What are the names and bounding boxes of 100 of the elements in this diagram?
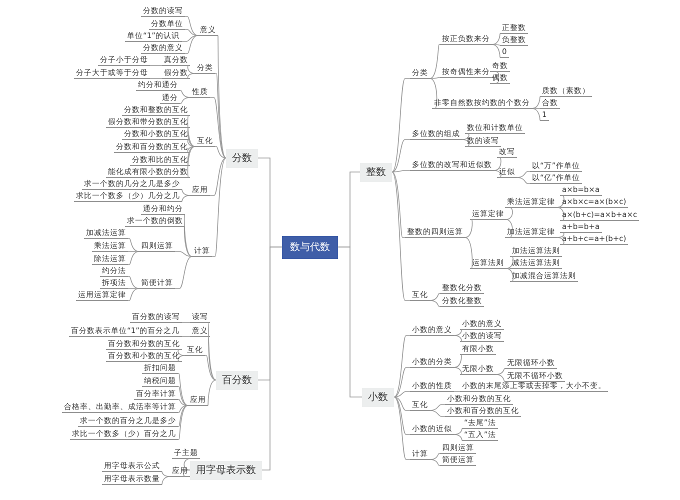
- connector-line: [454, 428, 462, 435]
- connector-line: [504, 219, 513, 238]
- connector-line: [532, 96, 540, 109]
- connector-line: [174, 256, 192, 289]
- connector-line: [187, 146, 196, 153]
- connector-line: [556, 207, 564, 221]
- connector-line: [184, 214, 192, 257]
- connector-line: [496, 374, 506, 382]
- connector-line: [187, 65, 196, 74]
- connector-line: [392, 78, 410, 172]
- connector-line: [178, 349, 186, 356]
- connector-line: [182, 336, 190, 337]
- connector-line: [454, 354, 462, 368]
- main-topic-box: 分数: [226, 148, 258, 168]
- connector-line: [182, 195, 190, 202]
- connector-line: [494, 170, 502, 178]
- connector-line: [184, 35, 198, 54]
- connector-line: [394, 396, 410, 411]
- connector-line: [178, 386, 188, 406]
- connector-line: [506, 256, 514, 269]
- connector-line: [392, 170, 410, 172]
- connector-line: [262, 246, 282, 470]
- connector-line: [184, 16, 198, 36]
- connector-line: [182, 470, 190, 477]
- connector-line: [430, 293, 440, 301]
- connector-line: [178, 399, 188, 406]
- connector-line: [182, 322, 190, 323]
- connector-line: [162, 471, 170, 477]
- connector-line: [178, 355, 186, 362]
- connector-line: [492, 44, 500, 46]
- connector-line: [430, 44, 440, 79]
- connector-line: [184, 226, 192, 257]
- connector-line: [394, 367, 410, 398]
- connector-line: [394, 335, 410, 398]
- connector-line: [180, 97, 190, 104]
- connector-line: [214, 146, 226, 158]
- connector-line: [178, 373, 188, 406]
- connector-line: [150, 78, 162, 79]
- connector-line: [492, 33, 500, 45]
- connector-line: [532, 108, 540, 121]
- connector-line: [516, 171, 530, 178]
- connector-line: [187, 73, 196, 79]
- connector-line: [506, 268, 514, 282]
- connector-line: [430, 78, 438, 109]
- connector-line: [454, 367, 462, 375]
- connector-line: [394, 391, 410, 398]
- connector-line: [182, 35, 198, 42]
- connector-line: [174, 251, 192, 257]
- connector-line: [187, 146, 196, 178]
- connector-line: [218, 35, 226, 158]
- connector-line: [210, 158, 226, 196]
- connector-line: [128, 288, 140, 301]
- connector-line: [504, 207, 513, 220]
- connector-line: [208, 336, 216, 380]
- connector-line: [208, 380, 216, 406]
- connector-line: [556, 237, 564, 245]
- connector-line: [128, 251, 140, 265]
- connector-line: [392, 139, 410, 172]
- connector-line: [454, 329, 462, 336]
- connector-line: [178, 405, 188, 440]
- connector-line: [180, 90, 190, 98]
- connector-line: [204, 355, 216, 380]
- connector-line: [210, 97, 226, 158]
- connector-line: [532, 108, 540, 109]
- connector-line: [392, 172, 406, 238]
- connector-line: [162, 476, 170, 485]
- connector-line: [496, 368, 506, 375]
- connector-line: [128, 251, 140, 252]
- connector-line: [214, 73, 226, 158]
- connector-line: [182, 189, 190, 196]
- connector-line: [464, 219, 473, 238]
- main-topic-box: 百分数: [216, 370, 258, 390]
- connector-line: [128, 276, 140, 289]
- connector-line: [462, 133, 470, 140]
- connector-line: [128, 238, 140, 252]
- connector-line: [338, 246, 362, 398]
- connector-line: [556, 195, 564, 208]
- connector-line: [208, 322, 216, 380]
- connector-line: [394, 396, 410, 435]
- connector-line: [430, 404, 446, 411]
- connector-line: [430, 77, 440, 79]
- connector-line: [516, 177, 530, 184]
- connector-line: [462, 139, 470, 147]
- connector-line: [178, 405, 188, 413]
- connector-line: [492, 44, 500, 58]
- connector-line: [392, 172, 410, 301]
- connector-line: [184, 29, 198, 36]
- connector-line: [187, 127, 196, 147]
- connector-line: [178, 405, 188, 427]
- connector-line: [454, 434, 462, 441]
- connector-line: [430, 300, 440, 307]
- connector-line: [394, 396, 410, 460]
- main-topic-box: 小数: [362, 388, 394, 406]
- connector-line: [430, 459, 440, 466]
- main-topic-box: 整数: [360, 162, 392, 182]
- main-topic-box: 用字母表示数: [190, 460, 262, 480]
- connector-line: [187, 115, 196, 147]
- connector-line: [454, 335, 462, 342]
- connector-line: [494, 157, 502, 171]
- connector-line: [128, 288, 140, 289]
